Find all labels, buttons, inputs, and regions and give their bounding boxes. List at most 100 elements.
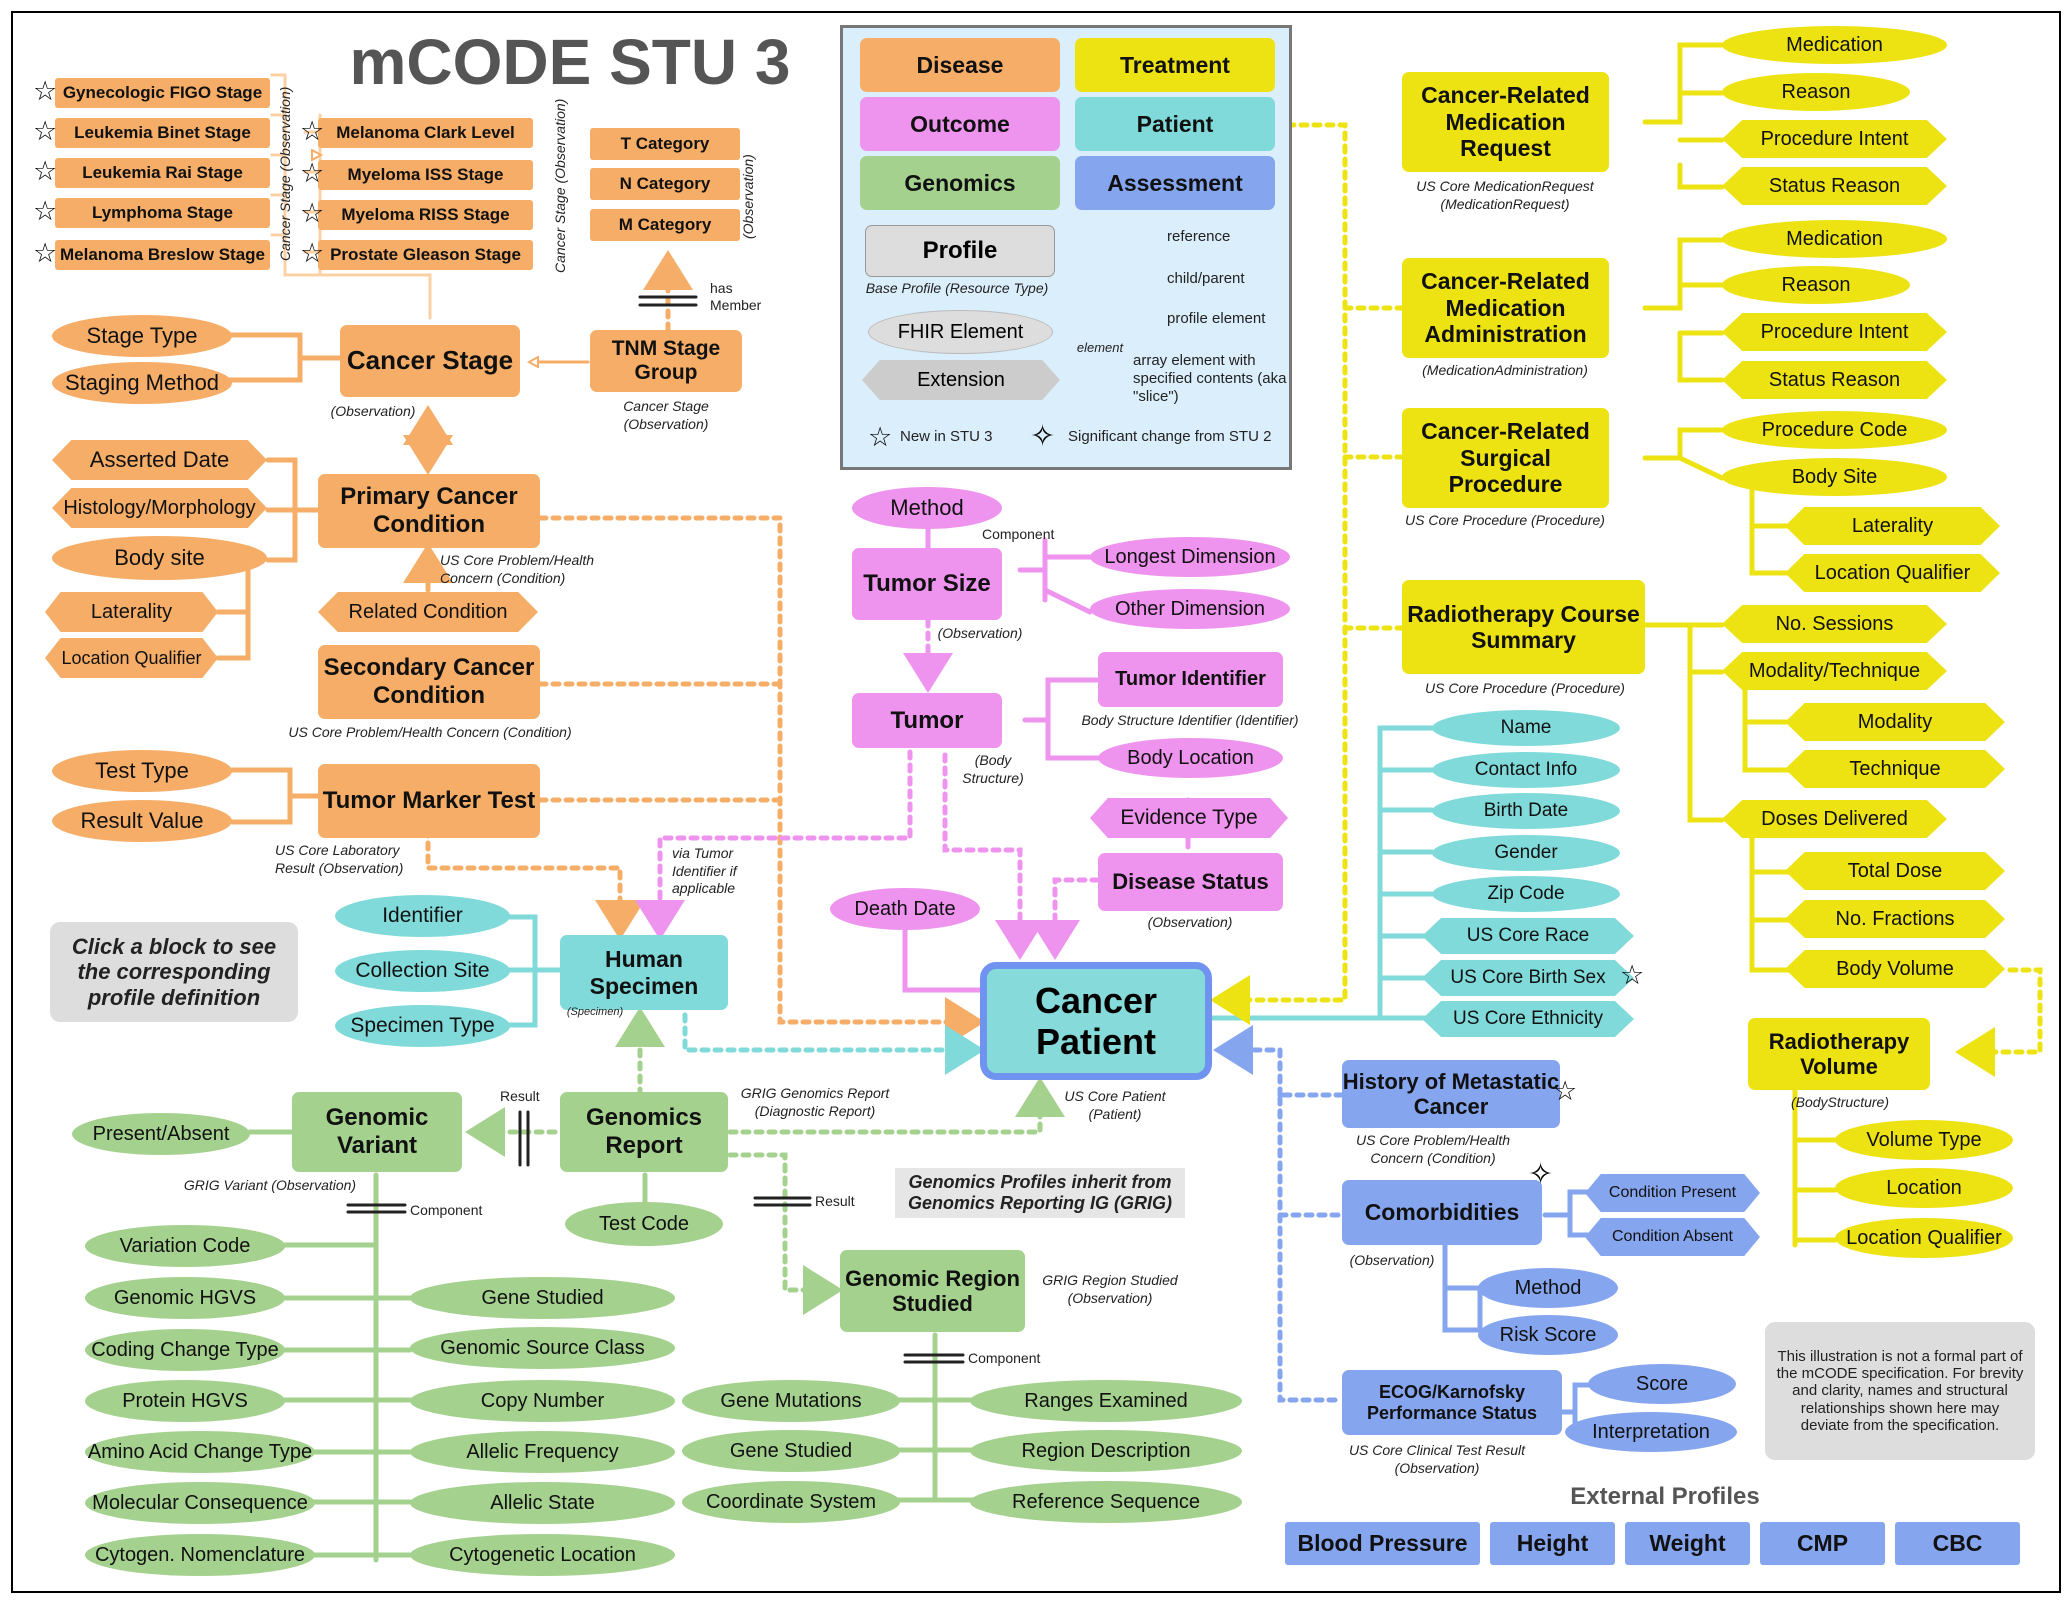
condition-absent-field[interactable]: Condition Absent bbox=[1585, 1218, 1760, 1256]
test-type-field[interactable]: Test Type bbox=[52, 750, 232, 792]
us-core-race-field[interactable]: US Core Race bbox=[1422, 918, 1634, 954]
location-qualifier-treatment-field[interactable]: Location Qualifier bbox=[1785, 554, 2000, 592]
method-field[interactable]: Method bbox=[852, 487, 1002, 529]
cbc-block[interactable]: CBC bbox=[1895, 1522, 2020, 1565]
evidence-type-field[interactable]: Evidence Type bbox=[1090, 798, 1288, 838]
gene-mutations-field[interactable]: Gene Mutations bbox=[682, 1380, 900, 1422]
body-site-field[interactable]: Body site bbox=[52, 536, 267, 580]
comorbidities-block[interactable]: Comorbidities bbox=[1342, 1180, 1542, 1245]
reference-sequence-field[interactable]: Reference Sequence bbox=[970, 1481, 1242, 1523]
no-fractions-field[interactable]: No. Fractions bbox=[1785, 900, 2005, 938]
m-category[interactable]: M Category bbox=[590, 209, 740, 241]
tumor-size-block[interactable]: Tumor Size bbox=[852, 548, 1002, 620]
cancer-stage-block[interactable]: Cancer Stage bbox=[340, 325, 520, 397]
reason-admin-field[interactable]: Reason bbox=[1722, 266, 1910, 304]
status-reason-field[interactable]: Status Reason bbox=[1722, 167, 1947, 205]
technique-field[interactable]: Technique bbox=[1785, 750, 2005, 788]
specimen-type-field[interactable]: Specimen Type bbox=[335, 1005, 510, 1047]
gender-field[interactable]: Gender bbox=[1432, 835, 1620, 871]
procedure-intent-field[interactable]: Procedure Intent bbox=[1722, 120, 1947, 158]
stage-type-field[interactable]: Stage Type bbox=[52, 315, 232, 357]
melanoma-clark-level[interactable]: Melanoma Clark Level bbox=[318, 118, 533, 148]
disease-status-block[interactable]: Disease Status bbox=[1098, 853, 1283, 911]
asserted-date-field[interactable]: Asserted Date bbox=[52, 440, 267, 480]
cytogen-nomenclature-field[interactable]: Cytogen. Nomenclature bbox=[85, 1534, 315, 1576]
leukemia-binet-stage[interactable]: Leukemia Binet Stage bbox=[55, 118, 270, 148]
zip-code-field[interactable]: Zip Code bbox=[1432, 876, 1620, 912]
medication-administration-block[interactable]: Cancer-Related Medication Administration bbox=[1402, 258, 1609, 358]
modality-technique-field[interactable]: Modality/Technique bbox=[1722, 652, 1947, 690]
genomic-source-class-field[interactable]: Genomic Source Class bbox=[410, 1327, 675, 1369]
allelic-frequency-field[interactable]: Allelic Frequency bbox=[410, 1431, 675, 1473]
metastatic-cancer-block[interactable]: History of Metastatic Cancer bbox=[1342, 1060, 1560, 1128]
genomic-variant-block[interactable]: Genomic Variant bbox=[292, 1092, 462, 1172]
staging-method-field[interactable]: Staging Method bbox=[52, 362, 232, 404]
other-dimension-field[interactable]: Other Dimension bbox=[1090, 589, 1290, 629]
melanoma-breslow-stage[interactable]: Melanoma Breslow Stage bbox=[55, 240, 270, 270]
birth-date-field[interactable]: Birth Date bbox=[1432, 793, 1620, 829]
location-qualifier-volume-field[interactable]: Location Qualifier bbox=[1835, 1218, 2013, 1258]
longest-dimension-field[interactable]: Longest Dimension bbox=[1090, 537, 1290, 577]
ecog-karnofsky-block[interactable]: ECOG/Karnofsky Performance Status bbox=[1342, 1370, 1562, 1435]
ranges-examined-field[interactable]: Ranges Examined bbox=[970, 1380, 1242, 1422]
location-qualifier-field[interactable]: Location Qualifier bbox=[45, 638, 218, 678]
molecular-consequence-field[interactable]: Molecular Consequence bbox=[85, 1482, 315, 1524]
allelic-state-field[interactable]: Allelic State bbox=[410, 1482, 675, 1524]
risk-score-field[interactable]: Risk Score bbox=[1478, 1315, 1618, 1355]
laterality-field[interactable]: Laterality bbox=[45, 592, 218, 632]
tumor-block[interactable]: Tumor bbox=[852, 693, 1002, 748]
genomic-hgvs-field[interactable]: Genomic HGVS bbox=[85, 1277, 285, 1319]
medication-admin-field[interactable]: Medication bbox=[1722, 220, 1947, 258]
leukemia-rai-stage[interactable]: Leukemia Rai Stage bbox=[55, 158, 270, 188]
n-category[interactable]: N Category bbox=[590, 168, 740, 200]
doses-delivered-field[interactable]: Doses Delivered bbox=[1722, 800, 1947, 838]
total-dose-field[interactable]: Total Dose bbox=[1785, 852, 2005, 890]
myeloma-riss-stage[interactable]: Myeloma RISS Stage bbox=[318, 200, 533, 230]
result-value-field[interactable]: Result Value bbox=[52, 800, 232, 842]
procedure-code-field[interactable]: Procedure Code bbox=[1722, 411, 1947, 449]
test-code-field[interactable]: Test Code bbox=[565, 1202, 723, 1246]
genomics-report-block[interactable]: Genomics Report bbox=[560, 1092, 728, 1172]
myeloma-iss-stage[interactable]: Myeloma ISS Stage bbox=[318, 160, 533, 190]
us-core-birth-sex-field[interactable]: US Core Birth Sex bbox=[1422, 960, 1634, 996]
cancer-patient-block[interactable]: Cancer Patient bbox=[980, 962, 1212, 1080]
protein-hgvs-field[interactable]: Protein HGVS bbox=[85, 1380, 285, 1422]
medication-field[interactable]: Medication bbox=[1722, 26, 1947, 64]
amino-acid-change-type-field[interactable]: Amino Acid Change Type bbox=[85, 1431, 315, 1473]
status-reason-admin-field[interactable]: Status Reason bbox=[1722, 361, 1947, 399]
height-block[interactable]: Height bbox=[1490, 1522, 1615, 1565]
tnm-stage-group-block[interactable]: TNM Stage Group bbox=[590, 330, 742, 392]
coordinate-system-field[interactable]: Coordinate System bbox=[682, 1481, 900, 1523]
present-absent-field[interactable]: Present/Absent bbox=[72, 1113, 250, 1155]
surgical-procedure-block[interactable]: Cancer-Related Surgical Procedure bbox=[1402, 408, 1609, 508]
cmp-block[interactable]: CMP bbox=[1760, 1522, 1885, 1565]
location-field[interactable]: Location bbox=[1835, 1168, 2013, 1208]
gynecologic-figo-stage[interactable]: Gynecologic FIGO Stage bbox=[55, 78, 270, 108]
body-site-treatment-field[interactable]: Body Site bbox=[1722, 458, 1947, 496]
body-location-field[interactable]: Body Location bbox=[1098, 738, 1283, 778]
collection-site-field[interactable]: Collection Site bbox=[335, 950, 510, 992]
blood-pressure-block[interactable]: Blood Pressure bbox=[1285, 1522, 1480, 1565]
laterality-treatment-field[interactable]: Laterality bbox=[1785, 507, 2000, 545]
gene-studied-region-field[interactable]: Gene Studied bbox=[682, 1430, 900, 1472]
histology-morphology-field[interactable]: Histology/Morphology bbox=[52, 488, 267, 528]
modality-field[interactable]: Modality bbox=[1785, 703, 2005, 741]
procedure-intent-admin-field[interactable]: Procedure Intent bbox=[1722, 313, 1947, 351]
tumor-identifier-block[interactable]: Tumor Identifier bbox=[1098, 652, 1283, 707]
volume-type-field[interactable]: Volume Type bbox=[1835, 1120, 2013, 1160]
variation-code-field[interactable]: Variation Code bbox=[85, 1225, 285, 1267]
related-condition-field[interactable]: Related Condition bbox=[318, 592, 538, 632]
weight-block[interactable]: Weight bbox=[1625, 1522, 1750, 1565]
gene-studied-field[interactable]: Gene Studied bbox=[410, 1277, 675, 1319]
method-assessment-field[interactable]: Method bbox=[1478, 1268, 1618, 1308]
us-core-ethnicity-field[interactable]: US Core Ethnicity bbox=[1422, 1001, 1634, 1037]
prostate-gleason-stage[interactable]: Prostate Gleason Stage bbox=[318, 240, 533, 270]
medication-request-block[interactable]: Cancer-Related Medication Request bbox=[1402, 72, 1609, 172]
contact-info-field[interactable]: Contact Info bbox=[1432, 752, 1620, 788]
interpretation-field[interactable]: Interpretation bbox=[1565, 1412, 1737, 1452]
tumor-marker-test-block[interactable]: Tumor Marker Test bbox=[318, 764, 540, 838]
radiotherapy-volume-block[interactable]: Radiotherapy Volume bbox=[1748, 1018, 1930, 1090]
score-field[interactable]: Score bbox=[1588, 1364, 1736, 1404]
lymphoma-stage[interactable]: Lymphoma Stage bbox=[55, 198, 270, 228]
human-specimen-block[interactable]: Human Specimen bbox=[560, 935, 728, 1010]
